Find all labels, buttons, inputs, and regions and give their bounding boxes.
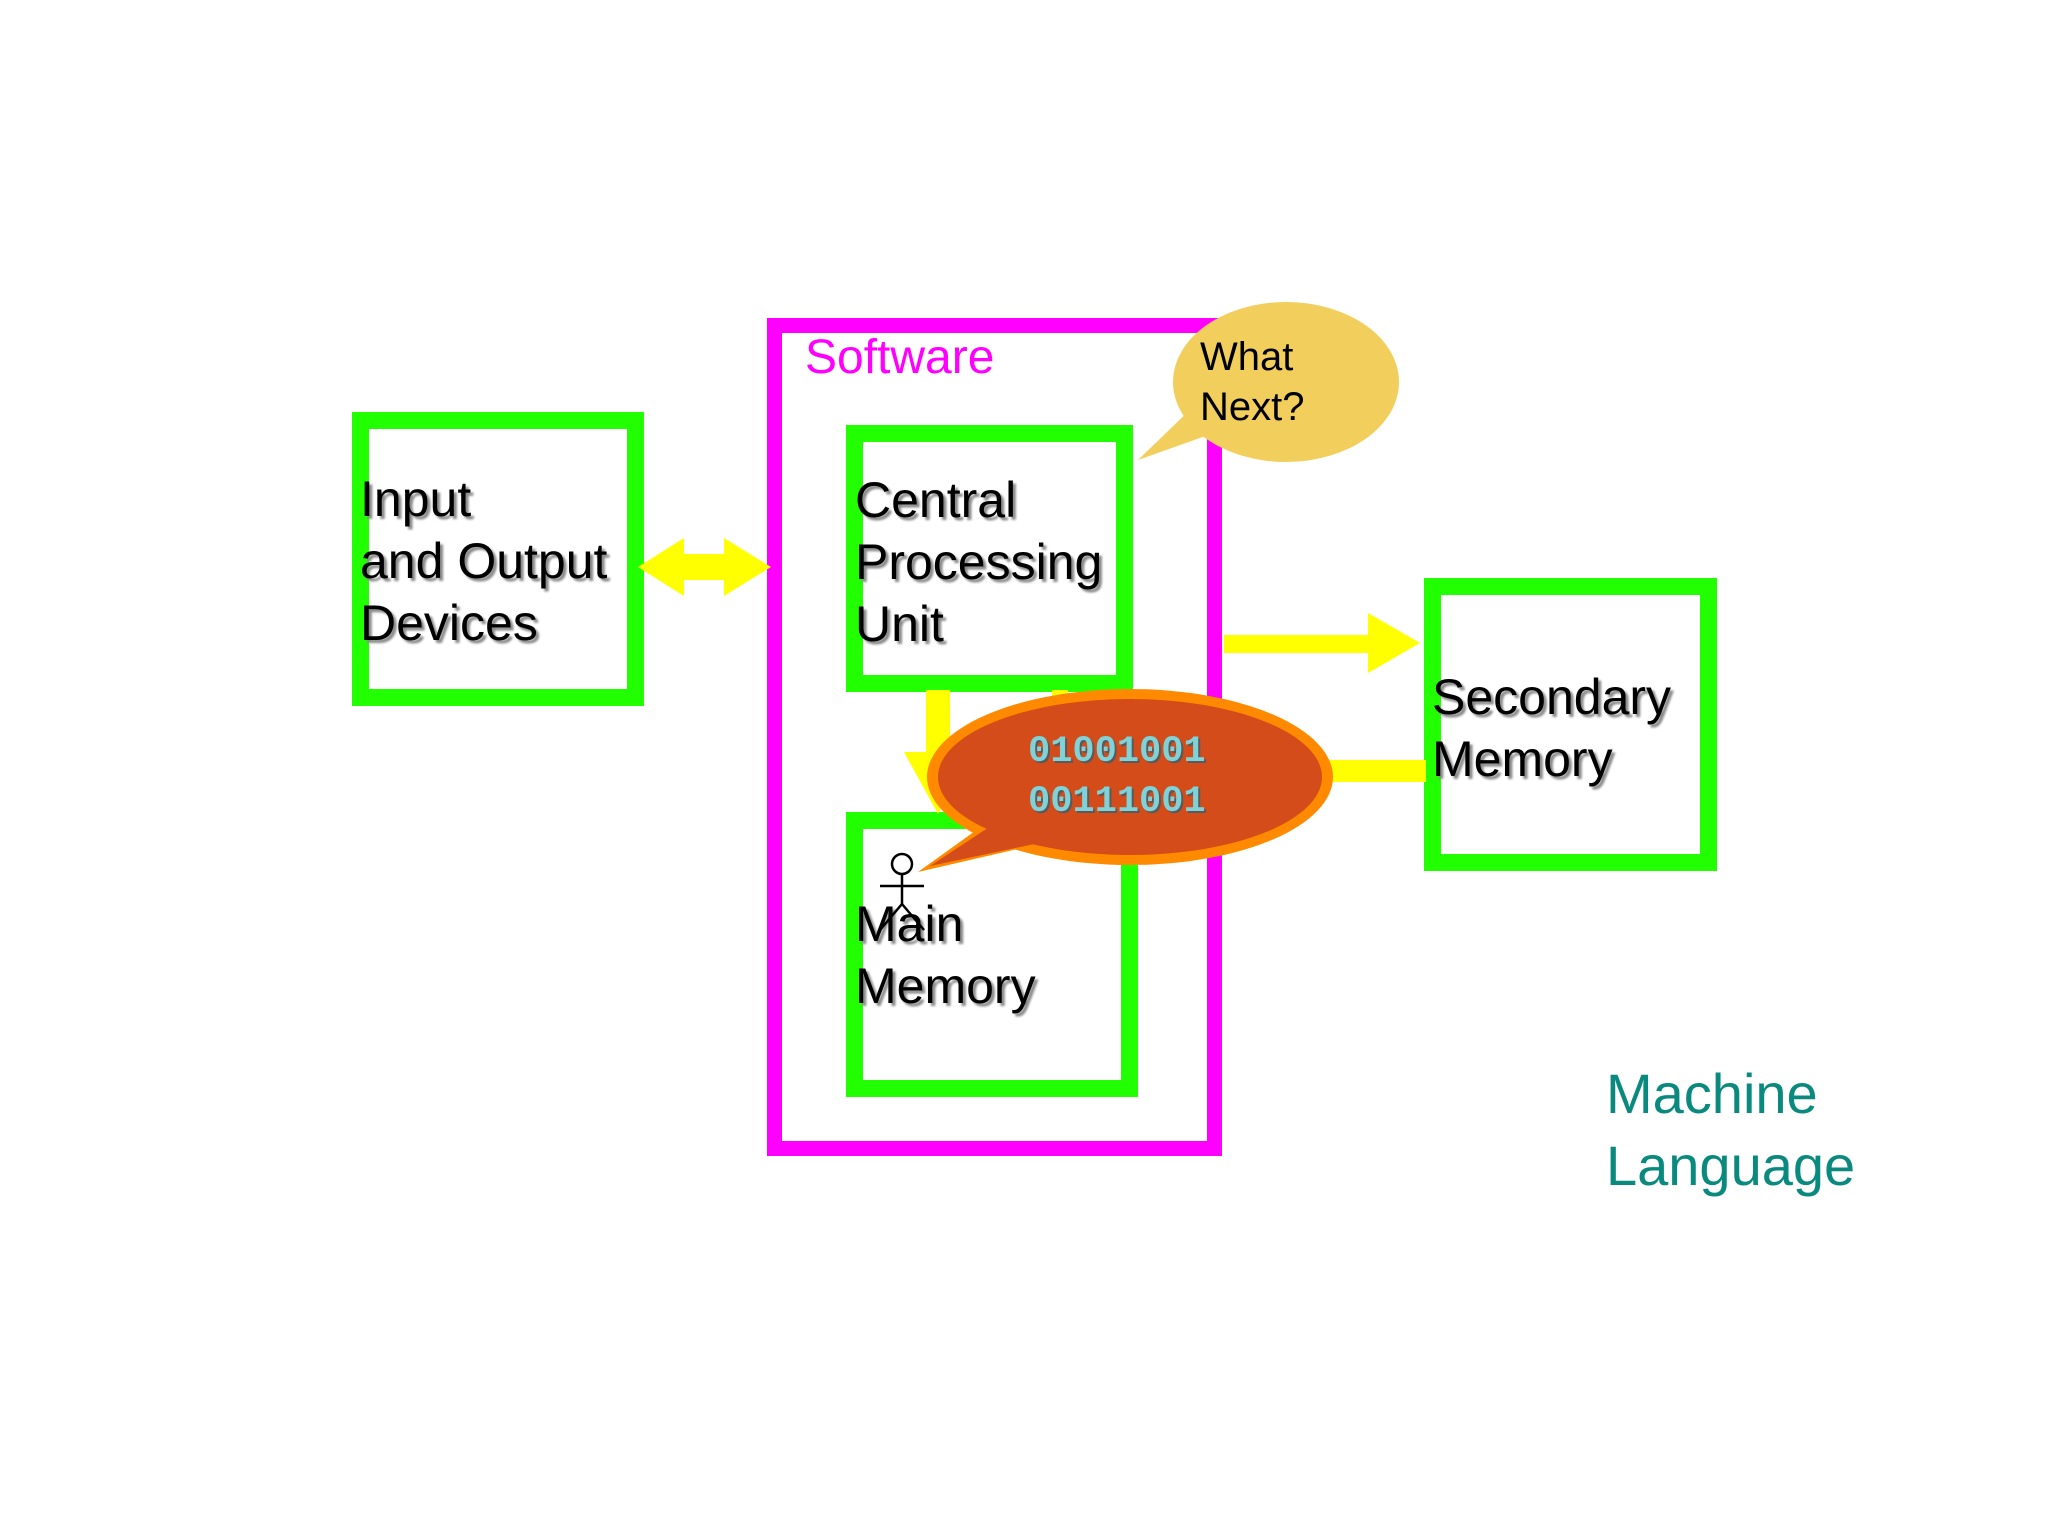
cpu-line-1: Central: [855, 472, 1017, 528]
binary-bubble: [918, 689, 1333, 872]
cpu-box: [846, 425, 1133, 692]
person-icon: [879, 852, 925, 931]
secondary-memory-box: [1424, 578, 1717, 871]
io-software-double-arrow: [638, 538, 771, 596]
io-devices-line-2: and Output: [360, 533, 608, 589]
caption-line-1: Machine: [1606, 1062, 1818, 1125]
software-label: Software: [805, 331, 995, 384]
io-devices-line-1: Input: [360, 471, 472, 527]
secondary-memory-label: Secondary Memory: [1432, 666, 1671, 790]
what-next-bubble: [1138, 302, 1399, 462]
machine-language-caption: Machine Language: [1606, 1058, 1855, 1202]
cpu-line-3: Unit: [855, 596, 944, 652]
binary-text: 01001001 00111001: [1028, 727, 1206, 827]
io-devices-line-3: Devices: [360, 595, 538, 651]
software-container: [767, 318, 1222, 1156]
binary-line-2: 00111001: [1028, 781, 1206, 823]
binary-line-1: 01001001: [1028, 731, 1206, 773]
software-to-secondary-arrow: [1224, 613, 1420, 673]
io-devices-box: [352, 412, 644, 706]
cpu-label: Central Processing Unit: [855, 469, 1102, 655]
what-next-text: What Next?: [1200, 332, 1305, 432]
secondary-memory-line-2: Memory: [1432, 731, 1613, 787]
secondary-memory-line-1: Secondary: [1432, 669, 1672, 725]
what-next-line-2: Next?: [1200, 385, 1305, 429]
what-next-line-1: What: [1200, 335, 1294, 379]
main-memory-line-1: Main: [855, 896, 964, 952]
main-memory-line-2: Memory: [855, 958, 1036, 1014]
io-devices-label: Input and Output Devices: [360, 468, 607, 654]
main-memory-label: Main Memory: [855, 893, 1036, 1017]
cpu-line-2: Processing: [855, 534, 1103, 590]
caption-line-2: Language: [1606, 1134, 1856, 1197]
